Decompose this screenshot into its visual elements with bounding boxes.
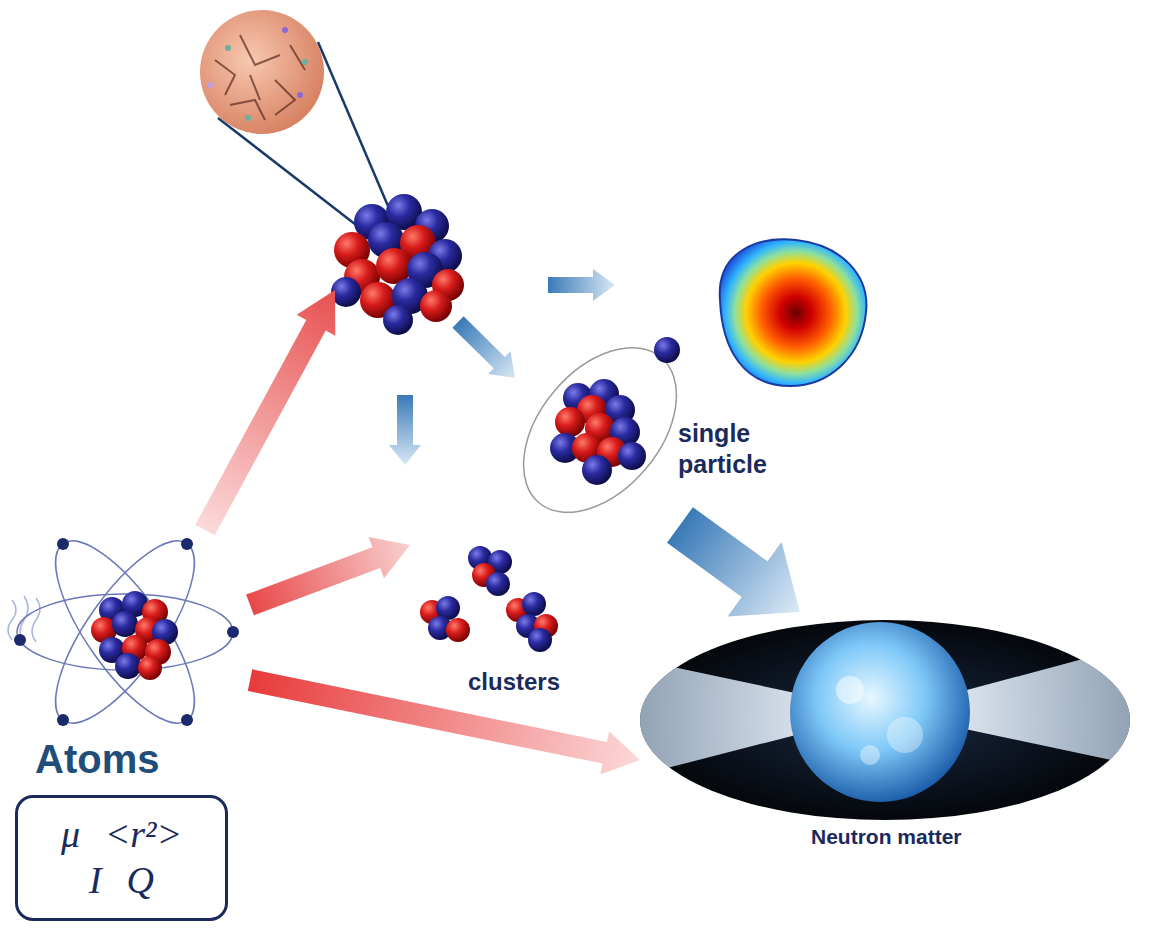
illustration-part [225,45,231,51]
illustration-part [860,745,880,765]
illustration-part [227,626,239,638]
atoms-group: Atoms [5,530,250,792]
illustration-part [887,717,923,753]
illustration-part [215,35,305,120]
flow-arrow [246,537,410,615]
illustration-part [181,538,193,550]
illustration-part [282,27,288,33]
illustration-part [14,634,26,646]
illustration-part [32,522,218,743]
node-label: Atoms [35,735,159,783]
illustration-part [297,92,303,98]
illustration-part [555,407,585,437]
illustration-part [57,714,69,726]
node-label: clusters [468,668,560,697]
illustration-part [318,42,388,206]
node-label: single particle [678,418,796,481]
illustration-part [486,572,510,596]
flow-arrow [195,290,335,535]
illustration-part [138,656,162,680]
illustration-part [582,455,612,485]
illustration-part [218,118,360,228]
flow-arrow [389,395,421,465]
illustration-part [331,277,361,307]
flow-arrow [667,507,800,616]
illustration-part [207,82,213,88]
atom-picture [8,522,239,743]
illustration-part [420,290,452,322]
density-plot [720,239,867,386]
clusters-group: clusters [410,535,590,710]
node-label: Neutron matter [811,824,962,849]
illustration-part [181,714,193,726]
observables-box: μ <r²>I Q [15,795,228,921]
flow-arrow [248,669,640,774]
formula-text: I Q [89,858,154,904]
formula-text: μ <r²> [61,812,182,858]
flow-arrow [452,316,515,378]
single-particle-picture [493,319,707,542]
neutron-matter-group: Neutron matter [640,612,1132,860]
quark-zoom [200,10,388,228]
illustration-part [493,319,707,542]
illustration-part [836,676,864,704]
illustration-part [57,538,69,550]
illustration-part [446,618,470,642]
illustration-part [522,592,546,616]
illustration-part [528,628,552,652]
illustration-part [302,59,308,65]
illustration-part [112,611,138,637]
illustration-part [790,622,970,802]
illustration-part [245,115,251,121]
nucleus [331,194,464,335]
illustration-part [654,337,680,363]
neutron-star-picture [640,620,1135,820]
single-particle-group: single particle [500,330,795,525]
flow-arrow [548,269,615,301]
illustration-part [618,442,646,470]
illustration-part [200,10,324,134]
illustration-part [115,653,141,679]
illustration-part [383,305,413,335]
clusters-picture [420,546,558,652]
illustration-part [32,522,218,743]
